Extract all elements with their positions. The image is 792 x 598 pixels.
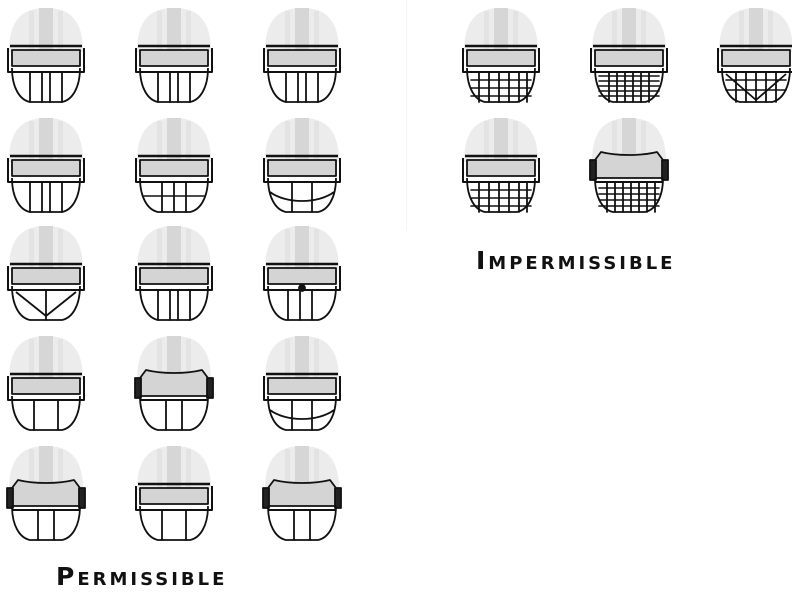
impermissible-helmet-3 [714,6,792,106]
impermissible-helmet-2 [587,6,671,106]
permissible-helmet-7 [4,224,88,324]
group-divider [406,0,407,230]
impermissible-helmet-1 [459,6,543,106]
impermissible-helmet-4 [459,116,543,216]
impermissible-caption: Impermissible [476,246,675,275]
permissible-helmet-3 [260,6,344,106]
permissible-helmet-8 [132,224,216,324]
permissible-helmet-11 [132,334,216,434]
permissible-helmet-6 [260,116,344,216]
permissible-helmet-2 [132,6,216,106]
permissible-helmet-9 [260,224,344,324]
permissible-caption: Permissible [56,562,227,591]
permissible-helmet-13 [4,444,88,544]
permissible-helmet-5 [132,116,216,216]
permissible-helmet-12 [260,334,344,434]
permissible-helmet-4 [4,116,88,216]
impermissible-helmet-5 [587,116,671,216]
permissible-helmet-14 [132,444,216,544]
permissible-helmet-10 [4,334,88,434]
permissible-helmet-1 [4,6,88,106]
permissible-helmet-15 [260,444,344,544]
